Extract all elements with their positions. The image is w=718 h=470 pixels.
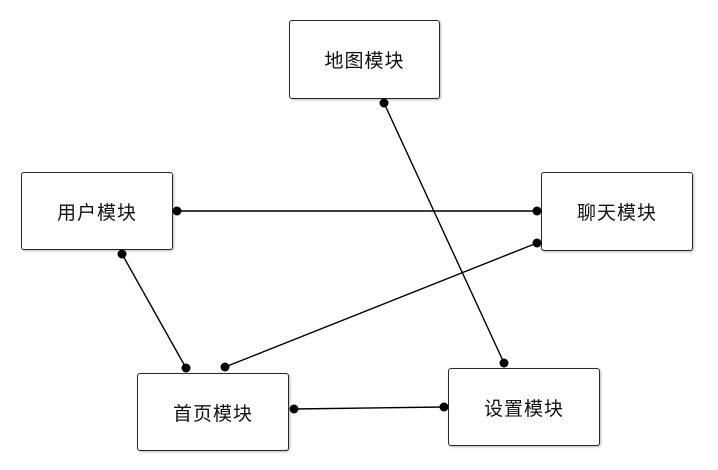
user-module-node: 用户模块 <box>21 172 173 250</box>
chat-module-node: 聊天模块 <box>541 172 693 251</box>
map-module-label: 地图模块 <box>324 50 405 72</box>
home-module-node: 首页模块 <box>137 373 289 451</box>
connector-map-settings-line <box>383 102 505 364</box>
chat-module-label: 聊天模块 <box>576 202 657 224</box>
connector-user-chat-endpoint-user <box>172 206 182 216</box>
settings-module-label: 设置模块 <box>483 397 564 420</box>
connector-chat-home-line <box>224 242 538 368</box>
connector-chat-home-endpoint-home <box>220 362 230 372</box>
connector-user-home-endpoint-home <box>181 363 191 373</box>
connector-user-home-endpoint-user <box>117 249 127 259</box>
connector-map-settings-endpoint-map <box>379 98 389 108</box>
user-module-label: 用户模块 <box>56 201 137 224</box>
connector-user-home-line <box>121 253 187 369</box>
map-module-node: 地图模块 <box>289 20 440 99</box>
settings-module-node: 设置模块 <box>448 368 600 446</box>
connector-home-settings-endpoint-home <box>289 404 299 414</box>
connector-home-settings-line <box>293 406 445 410</box>
connector-map-settings-endpoint-settings <box>499 358 509 368</box>
home-module-label: 首页模块 <box>172 402 253 425</box>
